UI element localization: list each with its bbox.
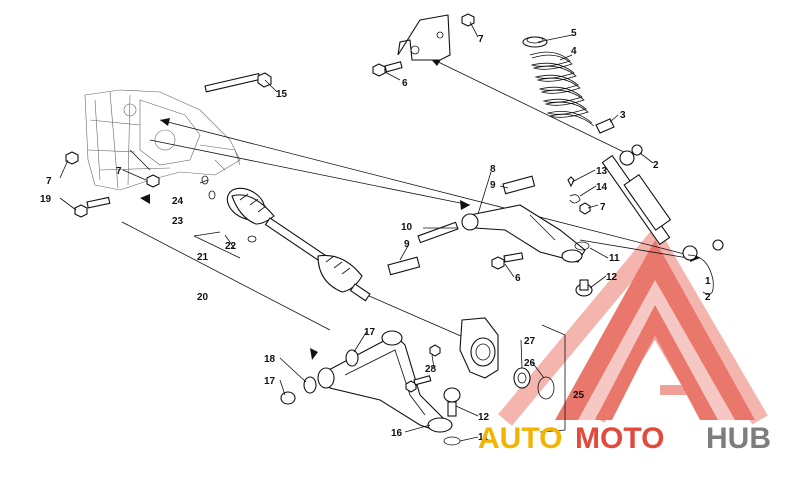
nut-7-top [461,13,475,27]
callout-19: 19 [40,194,52,205]
shock-absorber [601,150,698,261]
nut-7-frame [146,174,160,188]
callout-8: 8 [490,164,496,175]
callout-13: 13 [596,166,608,177]
cv-axle [226,187,371,302]
spring-retainer [595,118,615,134]
callout-7: 7 [600,202,606,213]
bushing-9-upper [502,175,536,195]
callout-15: 15 [276,89,288,100]
group-25-bracket [539,324,566,433]
callout-14: 14 [596,182,608,193]
snap-ring-26 [537,376,555,400]
snap-ring-11-upper [574,241,590,251]
upper-a-arm [461,204,586,263]
callout-17: 17 [364,327,376,338]
long-bolt [204,72,272,93]
sleeve-10 [417,221,459,244]
bearing-27 [513,367,531,389]
frame-chassis [84,89,241,191]
watermark-moto: MOTO [575,422,664,455]
bolt-28 [405,344,441,393]
callout-5: 5 [571,28,577,39]
callout-18: 18 [264,354,276,365]
bolt-6-arm [491,252,524,270]
callout-11: 11 [609,253,620,264]
callout-12: 12 [478,412,490,423]
callout-22: 22 [225,241,237,252]
snap-ring-11-lower [443,436,461,446]
ball-joint-12-lower [443,387,461,417]
bushing-2-top [631,144,643,156]
watermark-triangle-logo [498,224,768,426]
callout-28: 28 [425,364,437,375]
coil-spring [529,51,595,127]
bolt-6-top [372,61,403,77]
watermark-logo-text: AUTO MOTO HUB [478,422,771,455]
nut-7-arm [579,202,591,215]
bushing-9-lower [387,256,421,276]
callout-12: 12 [606,272,618,283]
callout-27: 27 [524,336,536,347]
callout-16: 16 [391,428,403,439]
callout-24: 24 [172,196,184,207]
watermark-hub: HUB [706,422,771,455]
nut-7-left [65,151,79,165]
callout-1: 1 [705,276,711,287]
callout-25: 25 [573,390,585,401]
bushing-2-bottom [712,239,724,251]
callout-11: 11 [478,432,489,443]
callout-26: 26 [524,358,536,369]
callout-7: 7 [116,166,122,177]
callout-2: 2 [653,160,659,171]
callout-6: 6 [515,273,521,284]
bolt-19 [74,196,111,218]
callout-7: 7 [478,34,484,45]
callout-7: 7 [46,176,52,187]
callout-labels: 1 2 2 3 4 5 6 6 7 7 7 7 8 9 9 10 11 11 1… [40,28,711,443]
bushing-17-top [345,349,359,367]
bushing-17-bottom [280,391,296,405]
callout-3: 3 [620,110,626,121]
lower-arrow [310,348,318,360]
axle-group-brackets [121,194,331,331]
ball-joint-12-upper [575,279,593,297]
lower-a-arm [317,330,453,433]
callout-4: 4 [571,46,577,57]
steering-knuckle [459,317,499,379]
callout-10: 10 [401,222,413,233]
callout-21: 21 [197,252,209,263]
callout-23: 23 [172,216,184,227]
callout-20: 20 [197,292,209,303]
callout-leaders [59,21,714,442]
ring-23 [208,190,216,200]
bushing-18 [303,376,317,394]
watermark-auto: AUTO [478,422,562,455]
spring-cap [522,36,548,48]
callout-2: 2 [705,292,711,303]
circlip-22 [247,235,257,243]
upper-mount-bracket [397,14,451,61]
callout-9: 9 [490,180,496,191]
clip-14 [569,194,581,204]
callout-6: 6 [402,78,408,89]
callout-9: 9 [404,239,410,250]
fitting-13 [567,176,575,188]
callout-17: 17 [264,376,276,387]
